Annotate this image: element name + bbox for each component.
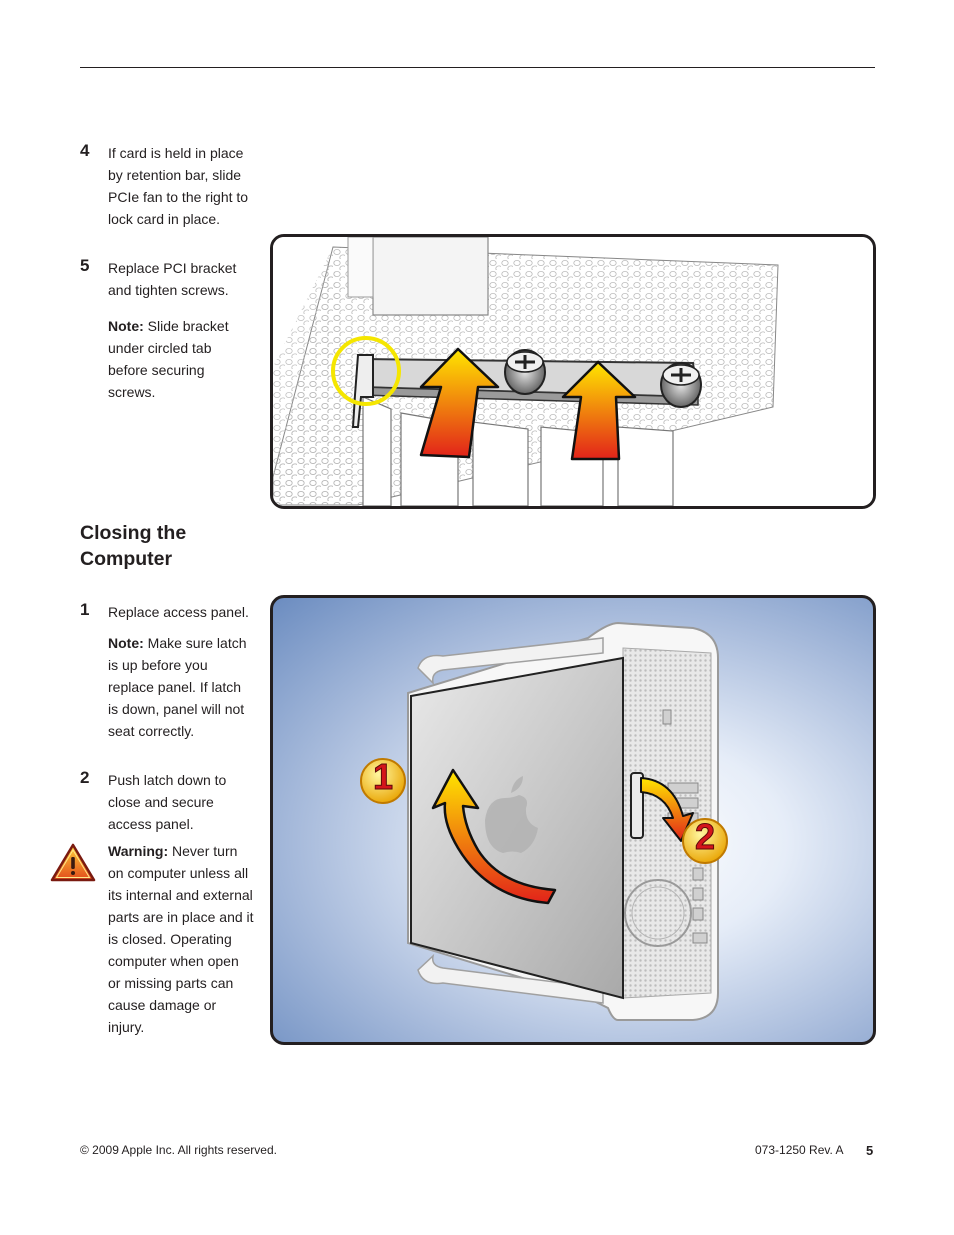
step-number: 5 — [80, 256, 90, 275]
up-arrow-icon — [561, 360, 637, 461]
curved-arrow-icon — [431, 768, 557, 905]
header-rule — [80, 67, 875, 68]
pci-bracket-illustration — [270, 234, 876, 509]
closing-computer-illustration: 1 2 — [270, 595, 876, 1045]
apple-logo-icon — [485, 776, 538, 853]
note-text: Make sure latch is up before you replace… — [108, 635, 247, 739]
curved-arrow-icon — [640, 777, 694, 842]
step-number: 1 — [80, 600, 90, 619]
note-text: Slide bracket under circled tab before s… — [108, 318, 229, 400]
step-text: If card is held in place by retention ba… — [108, 145, 249, 227]
step-number: 4 — [80, 141, 90, 160]
warning-text: Never turn on computer unless all its in… — [108, 843, 254, 1035]
page-number: 5 — [866, 1143, 874, 1158]
screw-icon — [660, 362, 702, 408]
callout-2: 2 — [694, 816, 716, 858]
callout-circle-icon — [331, 336, 401, 406]
note-label: Note: — [108, 318, 144, 334]
note-label: Note: — [108, 635, 144, 651]
up-arrow-icon — [419, 347, 500, 459]
callout-1: 1 — [372, 756, 394, 798]
step-text: Push latch down to close and secure acce… — [108, 772, 227, 832]
step-text: Replace PCI bracket and tighten screws. — [108, 260, 237, 298]
note: Note: Slide bracket under circled tab be… — [108, 315, 254, 403]
warning: Warning: Never turn on computer unless a… — [108, 840, 254, 1038]
copyright: © 2009 Apple Inc. All rights reserved. — [80, 1143, 277, 1157]
step-text: Replace access panel. — [108, 604, 249, 620]
step-number: 2 — [80, 768, 90, 787]
note: Note: Make sure latch is up before you r… — [108, 632, 254, 742]
section-title: Closing the Computer — [80, 522, 187, 570]
warning-label: Warning: — [108, 843, 169, 859]
screw-icon — [504, 349, 546, 395]
doc-number: 073-1250 Rev. A — [755, 1143, 844, 1157]
warning-icon — [50, 843, 96, 883]
